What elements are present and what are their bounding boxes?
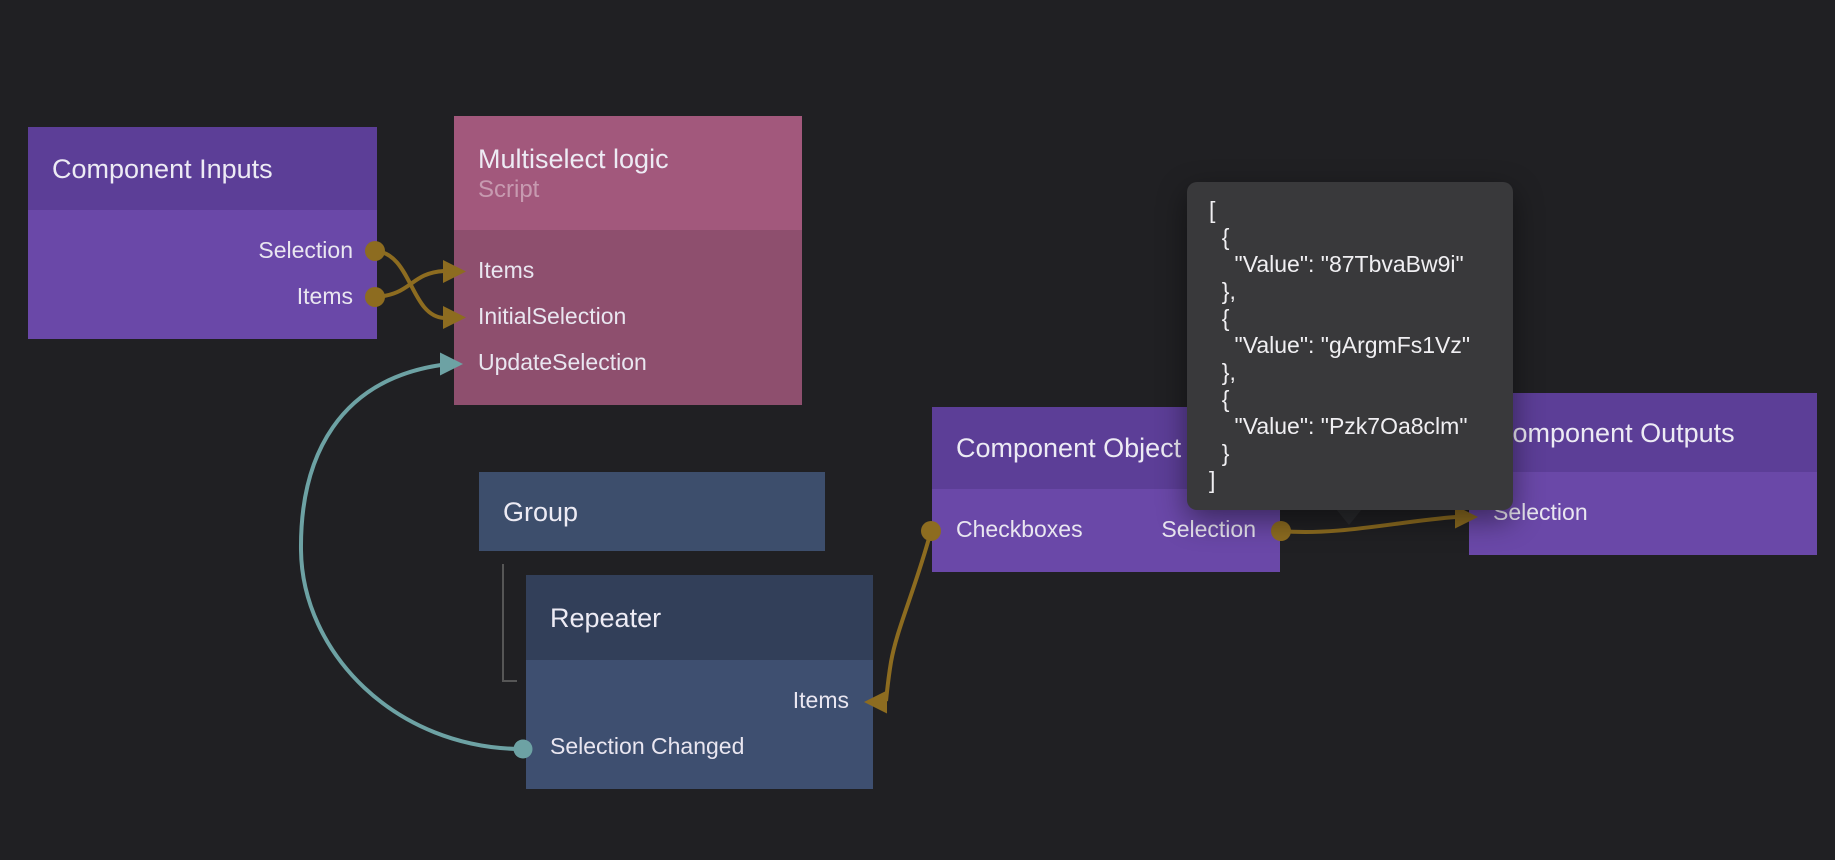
node-title: Repeater bbox=[550, 602, 662, 633]
port-dot-object-checkboxes[interactable] bbox=[921, 521, 941, 541]
port-label-checkboxes[interactable]: Checkboxes bbox=[956, 516, 1083, 542]
node-repeater[interactable]: Repeater Items Selection Changed bbox=[526, 575, 873, 789]
wire-selection-changed-to-updateselection[interactable] bbox=[298, 363, 524, 751]
port-label-selection[interactable]: Selection bbox=[1161, 516, 1256, 542]
port-arrow-outputs-selection[interactable] bbox=[1455, 505, 1478, 529]
node-title: Component Object bbox=[956, 433, 1182, 463]
wire-selection-to-component-outputs[interactable] bbox=[1280, 515, 1457, 535]
node-title: Multiselect logic bbox=[478, 143, 669, 174]
port-dot-repeater-selection-changed[interactable] bbox=[513, 739, 533, 759]
port-arrow-multiselect-updateselection[interactable] bbox=[440, 352, 463, 376]
port-row-items[interactable]: Items bbox=[792, 687, 849, 713]
port-row: Checkboxes Selection bbox=[932, 506, 1280, 552]
node-body: Items InitialSelection UpdateSelection bbox=[454, 230, 802, 405]
port-row-selection[interactable]: Selection bbox=[258, 237, 353, 263]
node-header: Component Inputs bbox=[28, 127, 377, 210]
node-multiselect-logic[interactable]: Multiselect logic Script Items InitialSe… bbox=[454, 116, 802, 405]
node-header: Component Outputs bbox=[1469, 393, 1817, 472]
node-component-outputs[interactable]: Component Outputs Selection bbox=[1469, 393, 1817, 555]
node-title: Component Inputs bbox=[52, 153, 273, 184]
port-dot-object-selection[interactable] bbox=[1271, 521, 1291, 541]
port-dot-inputs-selection[interactable] bbox=[365, 241, 385, 261]
hierarchy-line bbox=[502, 564, 517, 682]
node-header: Repeater bbox=[526, 575, 873, 660]
port-arrow-multiselect-initialselection[interactable] bbox=[443, 306, 466, 329]
port-arrow-multiselect-items[interactable] bbox=[443, 260, 466, 283]
port-dot-inputs-items[interactable] bbox=[365, 287, 385, 307]
node-component-inputs[interactable]: Component Inputs Selection Items bbox=[28, 127, 377, 339]
tooltip-pointer bbox=[1336, 509, 1362, 525]
node-header: Group bbox=[479, 472, 825, 551]
node-title: Component Outputs bbox=[1493, 417, 1735, 448]
node-body: Selection bbox=[1469, 472, 1817, 555]
port-arrow-repeater-items[interactable] bbox=[864, 690, 887, 714]
node-title: Group bbox=[503, 496, 579, 527]
node-header: Multiselect logic Script bbox=[454, 116, 802, 230]
wire-items-to-items[interactable] bbox=[374, 269, 445, 299]
wire-checkboxes-to-repeater-items[interactable] bbox=[884, 530, 933, 702]
node-subtitle: Script bbox=[478, 175, 540, 203]
port-row-updateselection[interactable]: UpdateSelection bbox=[478, 349, 647, 375]
node-group[interactable]: Group bbox=[479, 472, 825, 551]
value-tooltip: [ { "Value": "87TbvaBw9i" }, { "Value": … bbox=[1187, 182, 1513, 510]
node-body: Selection Items bbox=[28, 210, 377, 339]
port-row-items[interactable]: Items bbox=[296, 283, 353, 309]
port-row-items[interactable]: Items bbox=[478, 257, 535, 283]
port-row-selection-changed[interactable]: Selection Changed bbox=[550, 733, 745, 759]
port-row-initialselection[interactable]: InitialSelection bbox=[478, 303, 627, 329]
node-body: Items Selection Changed bbox=[526, 660, 873, 789]
